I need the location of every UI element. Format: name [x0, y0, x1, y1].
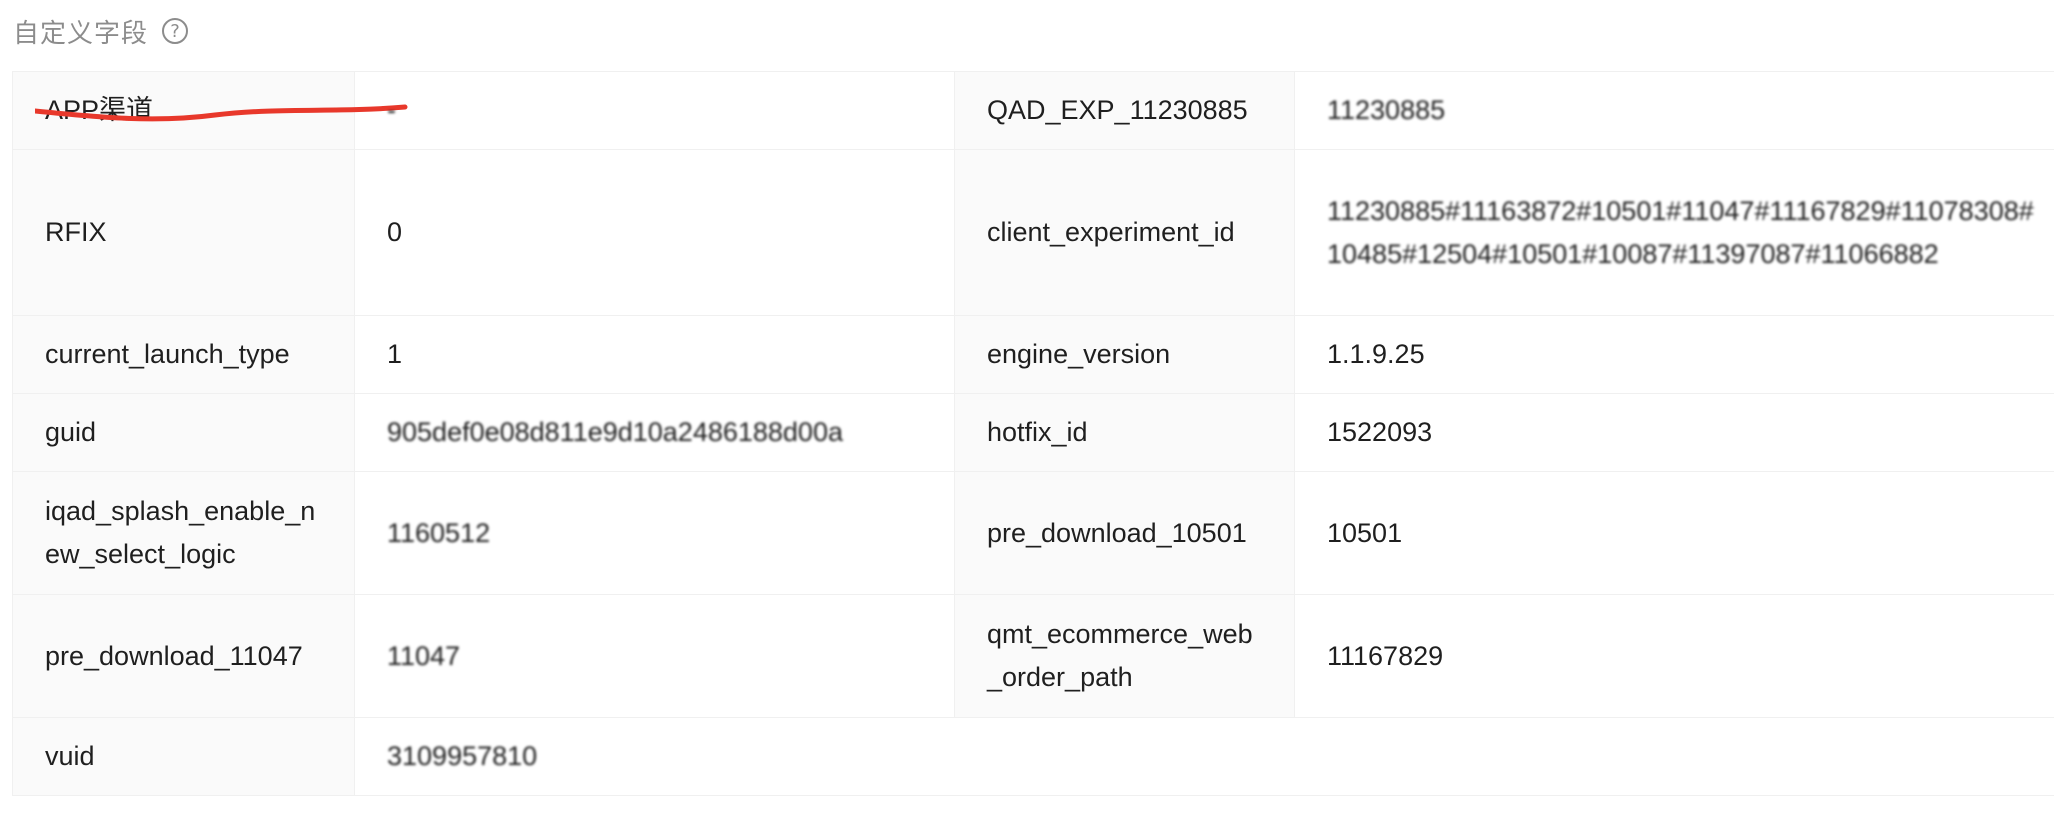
field-value: 1.1.9.25	[1327, 339, 1425, 369]
field-value-cell: 11230885#11163872#10501#11047#11167829#1…	[1294, 149, 2054, 316]
field-label: engine_version	[987, 339, 1171, 369]
field-value: 905def0e08d811e9d10a2486188d00a	[387, 417, 843, 447]
table-row: APP渠道 - QAD_EXP_11230885 11230885	[12, 71, 2054, 150]
field-label: vuid	[45, 741, 95, 771]
field-label: APP渠道	[45, 95, 154, 125]
field-value-cell: 1160512	[354, 471, 955, 595]
field-value-cell: 1.1.9.25	[1294, 315, 2054, 394]
section-title: 自定义字段	[13, 18, 149, 49]
field-label-cell: vuid	[12, 717, 355, 796]
field-label-cell: iqad_splash_enable_new_select_logic	[12, 471, 355, 595]
field-value: 3109957810	[387, 741, 538, 771]
field-label-cell: APP渠道	[12, 71, 408, 150]
field-value: 1	[387, 339, 403, 369]
table-row: vuid 3109957810	[12, 717, 2054, 796]
field-value-cell: 1522093	[1294, 393, 2054, 472]
field-label: pre_download_10501	[987, 517, 1247, 548]
custom-fields-table: APP渠道 - QAD_EXP_11230885 11230885 RFIX	[12, 71, 2054, 796]
field-value-cell: 10501	[1294, 471, 2054, 595]
field-label: current_launch_type	[45, 339, 290, 369]
field-value-cell: 1	[354, 315, 955, 394]
field-value-cell: 3109957810	[354, 717, 2054, 796]
field-label-cell: hotfix_id	[954, 393, 1295, 472]
field-label-cell: client_experiment_id	[954, 149, 1295, 316]
field-label: guid	[45, 417, 97, 447]
table-row: guid 905def0e08d811e9d10a2486188d00a hot…	[12, 393, 2054, 472]
field-label-cell: qmt_ecommerce_web_order_path	[954, 594, 1295, 718]
field-label-cell: pre_download_10501	[954, 471, 1295, 595]
section-header: 自定义字段 ?	[13, 9, 189, 53]
field-value-cell: -	[354, 71, 955, 150]
field-label: iqad_splash_enable_new_select_logic	[45, 496, 316, 569]
table-row: current_launch_type 1 engine_version 1.1…	[12, 315, 2054, 394]
field-label-cell: RFIX	[12, 149, 355, 316]
field-label-cell: current_launch_type	[12, 315, 355, 394]
field-value-cell: 0	[354, 149, 955, 316]
field-label: QAD_EXP_11230885	[987, 95, 1248, 125]
field-value: 11167829	[1327, 640, 1444, 671]
field-value: 11047	[387, 640, 461, 671]
table-row: iqad_splash_enable_new_select_logic 1160…	[12, 471, 2054, 595]
field-value: 1160512	[387, 517, 491, 548]
table-row: pre_download_11047 11047 qmt_ecommerce_w…	[12, 594, 2054, 718]
field-value: 11230885#11163872#10501#11047#11167829#1…	[1327, 195, 2034, 269]
field-label-cell: engine_version	[954, 315, 1295, 394]
field-value-cell: 11230885	[1294, 71, 2054, 150]
field-label: client_experiment_id	[987, 217, 1235, 247]
field-value: 10501	[1327, 517, 1403, 548]
table-row: RFIX 0 client_experiment_id 11230885#111…	[12, 149, 2054, 316]
question-circle-icon[interactable]: ?	[162, 18, 189, 44]
field-label: hotfix_id	[987, 417, 1088, 447]
field-label-cell: QAD_EXP_11230885	[954, 71, 1295, 150]
field-label-cell: pre_download_11047	[12, 594, 355, 718]
field-value: 0	[387, 217, 403, 247]
field-value-cell: 11167829	[1294, 594, 2054, 718]
field-value: -	[387, 95, 396, 125]
field-value: 1522093	[1327, 417, 1433, 447]
field-label: qmt_ecommerce_web_order_path	[987, 619, 1253, 692]
field-label: RFIX	[45, 217, 107, 247]
field-value: 11230885	[1327, 95, 1446, 125]
field-label-cell: guid	[12, 393, 355, 472]
field-value-cell: 905def0e08d811e9d10a2486188d00a	[354, 393, 955, 472]
field-label: pre_download_11047	[45, 640, 303, 671]
field-value-cell: 11047	[354, 594, 955, 718]
